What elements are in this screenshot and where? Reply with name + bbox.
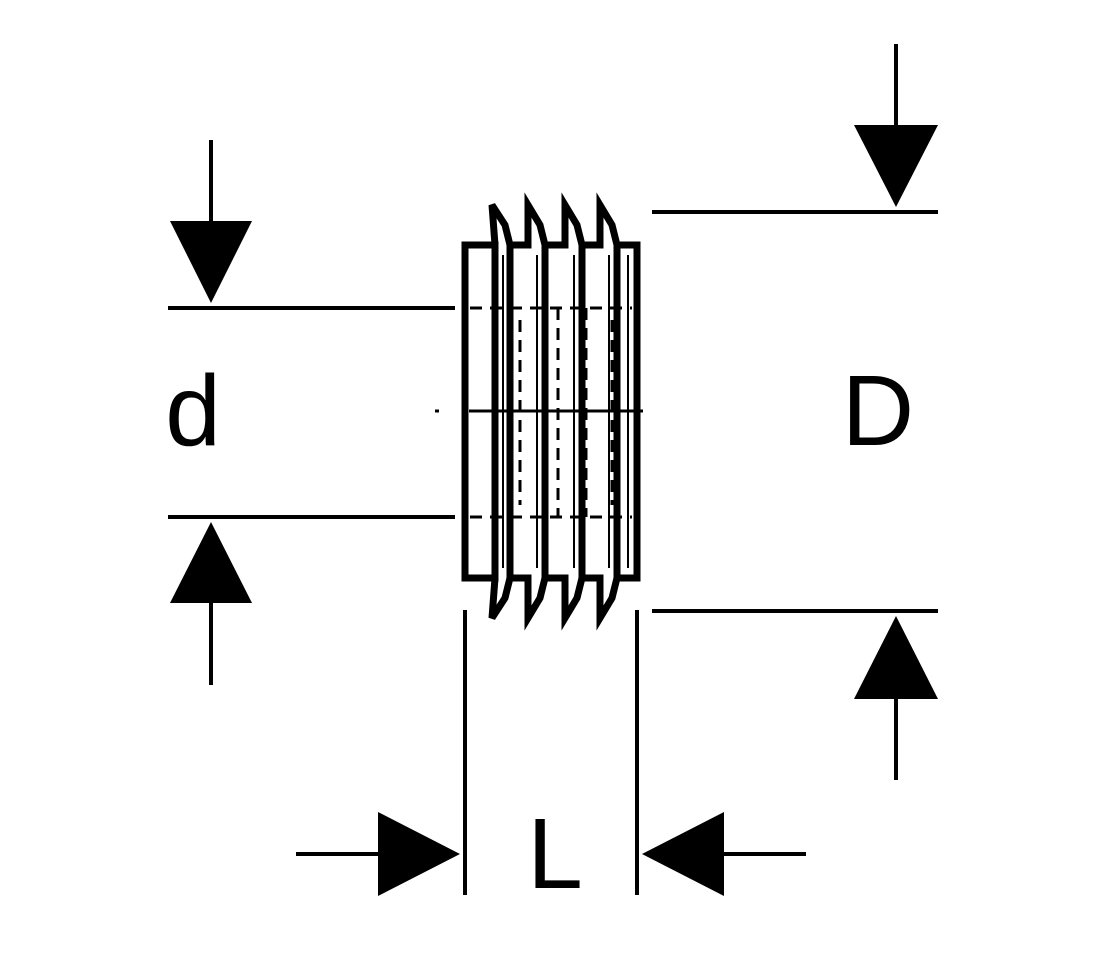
threaded-fitting [435,192,668,631]
dimension-L [296,610,806,896]
label-d: d [165,355,221,467]
label-D: D [842,355,914,467]
arrowhead-down-icon [854,125,938,207]
arrowhead-up-icon [854,616,938,699]
arrowhead-up-icon [170,522,252,603]
arrowhead-right-icon [378,812,460,896]
dimension-D [652,44,938,780]
dimension-d [168,140,455,685]
label-L: L [527,798,583,910]
arrowhead-left-icon [642,812,724,896]
arrowhead-down-icon [170,221,252,303]
